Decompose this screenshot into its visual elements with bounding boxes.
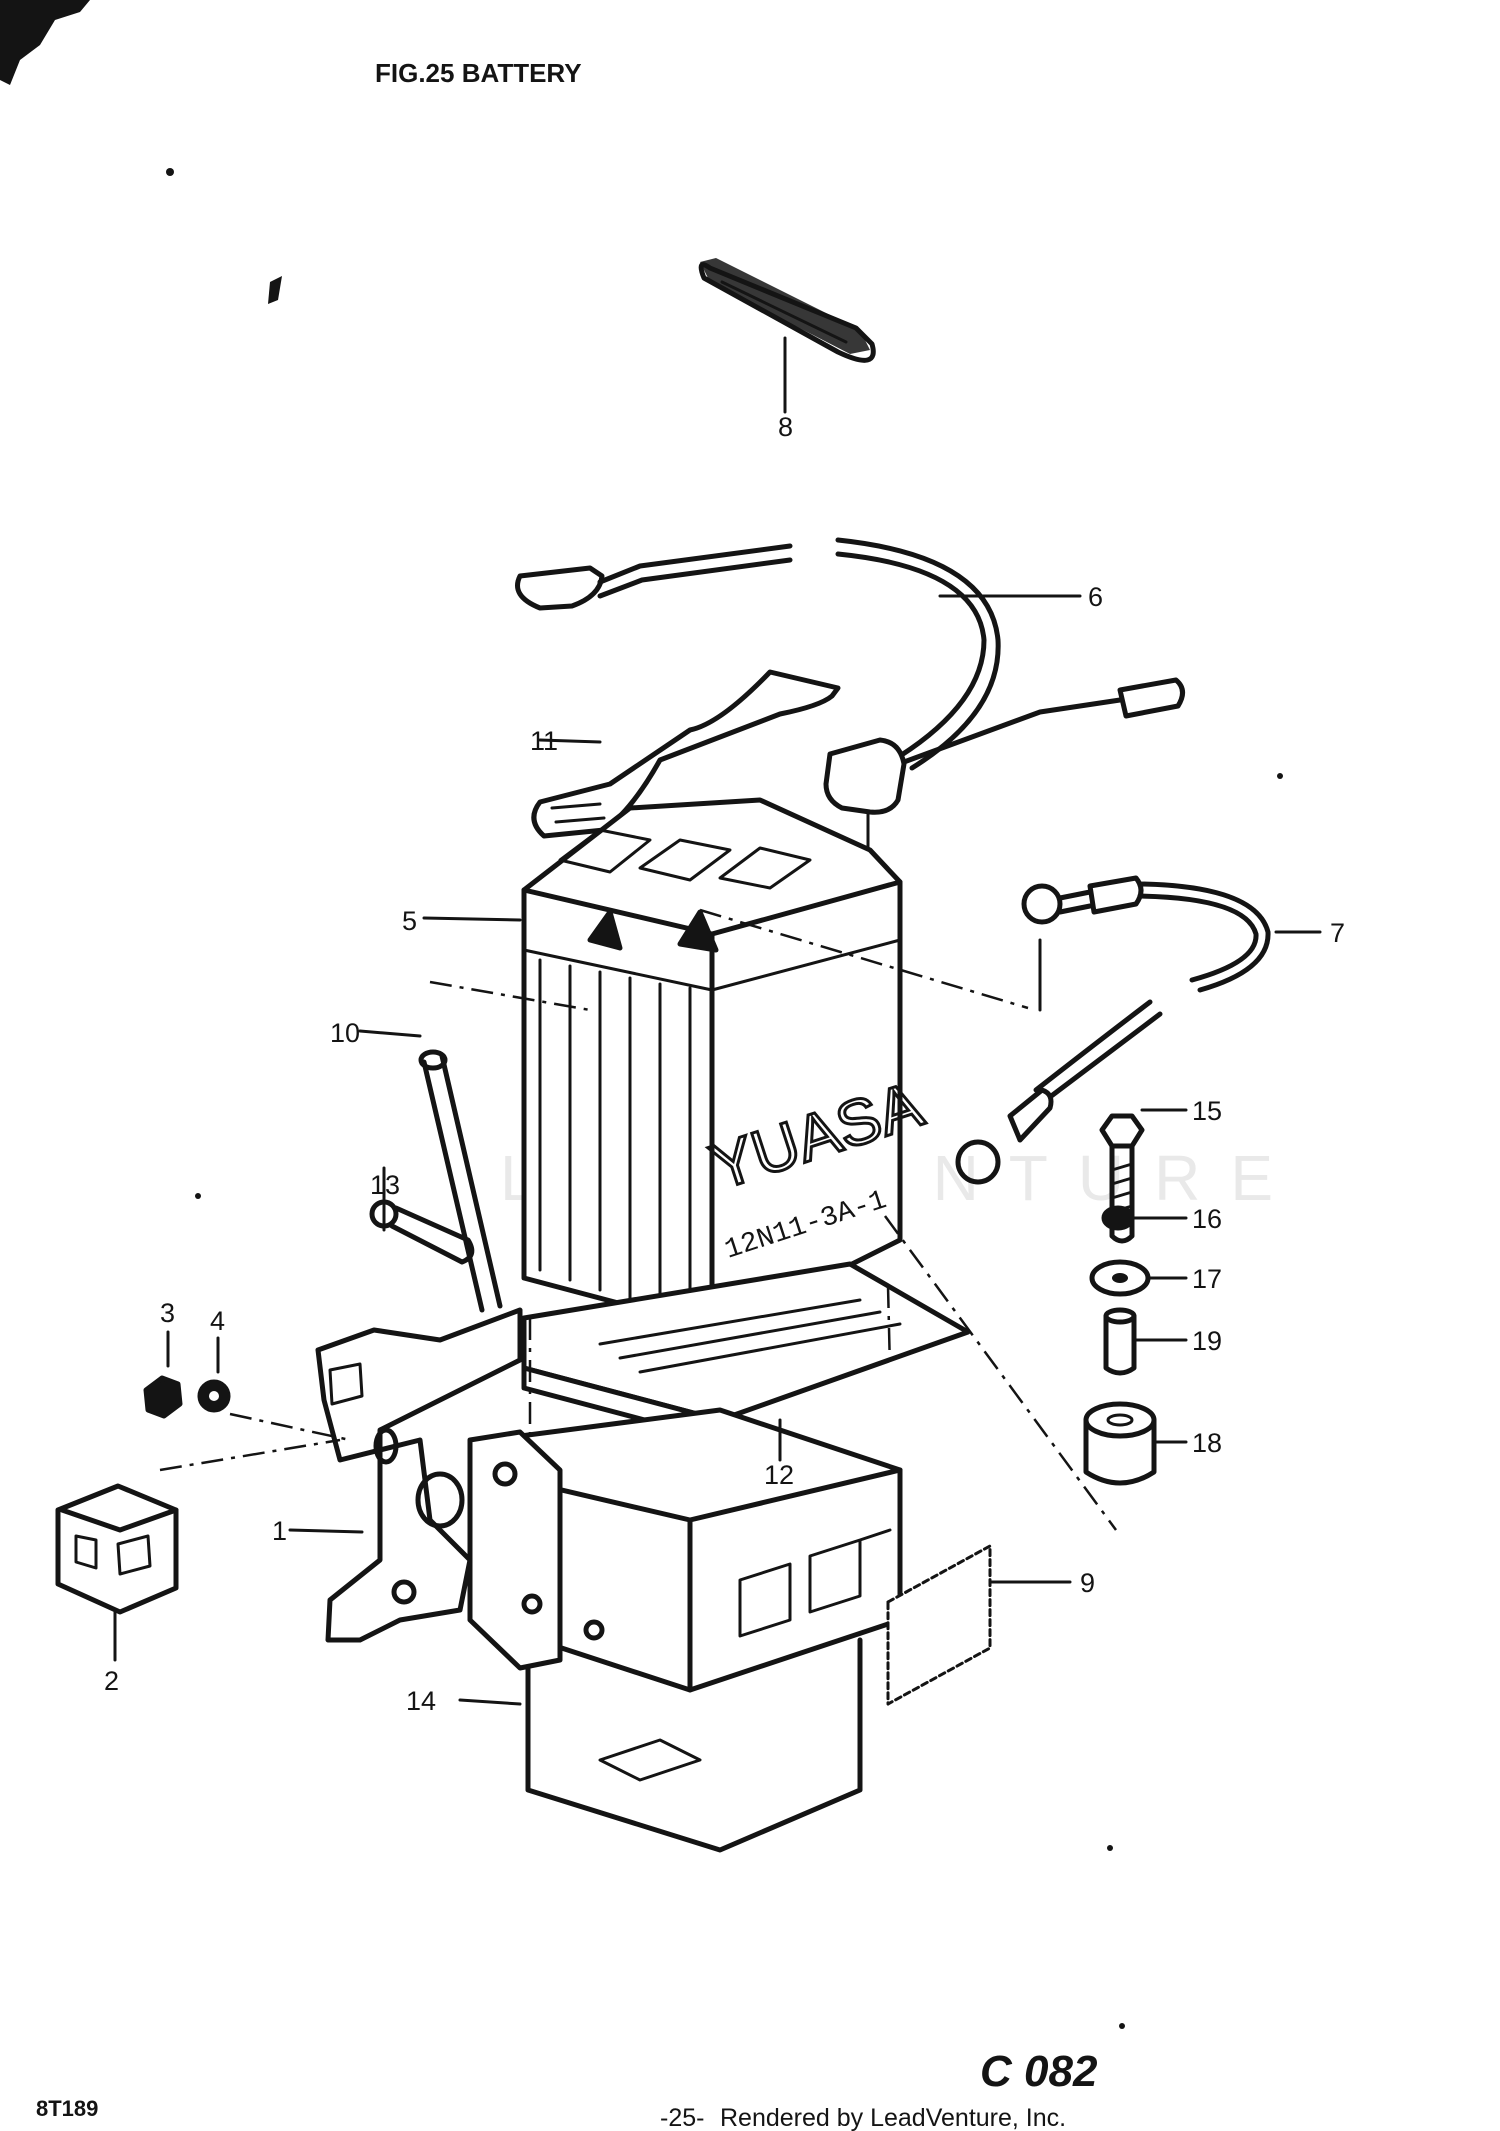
callout-3: 3 <box>160 1298 175 1328</box>
part-18-cushion <box>1083 1401 1157 1486</box>
page-marker: -25- <box>660 2104 704 2131</box>
part-8-terminal-cover <box>698 258 876 414</box>
part-14-battery-case <box>467 1407 903 1853</box>
callout-11: 11 <box>530 726 558 756</box>
callout-8: 8 <box>778 412 793 442</box>
part-15-bolt <box>1099 1113 1145 1244</box>
callout-16: 16 <box>1192 1204 1222 1234</box>
scan-smudge <box>0 0 282 304</box>
scan-specks <box>195 773 1283 2029</box>
part-11-battery-strap <box>531 669 841 839</box>
assembly-dash-lines <box>159 908 1118 1531</box>
part-19-spacer <box>1103 1307 1137 1376</box>
part-16-nut <box>1101 1205 1135 1231</box>
callout-19: 19 <box>1192 1326 1222 1356</box>
page-code: C 082 <box>980 2047 1098 2096</box>
drawing-code: 8T189 <box>36 2096 98 2121</box>
callout-17: 17 <box>1192 1264 1222 1294</box>
part-1-bracket <box>315 1307 523 1643</box>
part-9-pad <box>886 1544 992 1706</box>
leader-lines <box>288 594 1322 1706</box>
callout-6: 6 <box>1088 582 1103 612</box>
part-10-breather-pipe <box>418 1049 503 1313</box>
figure-title: FIG.25 BATTERY <box>375 58 582 88</box>
credit-line: Rendered by LeadVenture, Inc. <box>720 2104 1066 2131</box>
part-17-washer <box>1089 1259 1151 1297</box>
callout-15: 15 <box>1192 1096 1222 1126</box>
callout-labels: 1 2 3 4 5 6 7 8 9 10 11 12 13 14 15 16 1… <box>104 412 1345 1716</box>
part-2-cushion-block <box>55 1483 179 1662</box>
part-5-battery: YUASA 12N11-3A-1 <box>521 797 932 1333</box>
callout-1: 1 <box>272 1516 287 1546</box>
callout-13: 13 <box>370 1170 400 1200</box>
part-7-negative-cable <box>955 875 1271 1185</box>
callout-5: 5 <box>402 906 417 936</box>
callout-18: 18 <box>1192 1428 1222 1458</box>
callout-12: 12 <box>764 1460 794 1490</box>
callout-9: 9 <box>1080 1568 1095 1598</box>
part-3-nut <box>143 1330 183 1419</box>
callout-7: 7 <box>1330 918 1345 948</box>
callout-4: 4 <box>210 1306 225 1336</box>
callout-2: 2 <box>104 1666 119 1696</box>
callout-10: 10 <box>330 1018 360 1048</box>
callout-14: 14 <box>406 1686 436 1716</box>
part-6-positive-cable <box>515 537 1185 852</box>
part-4-washer <box>197 1336 231 1413</box>
